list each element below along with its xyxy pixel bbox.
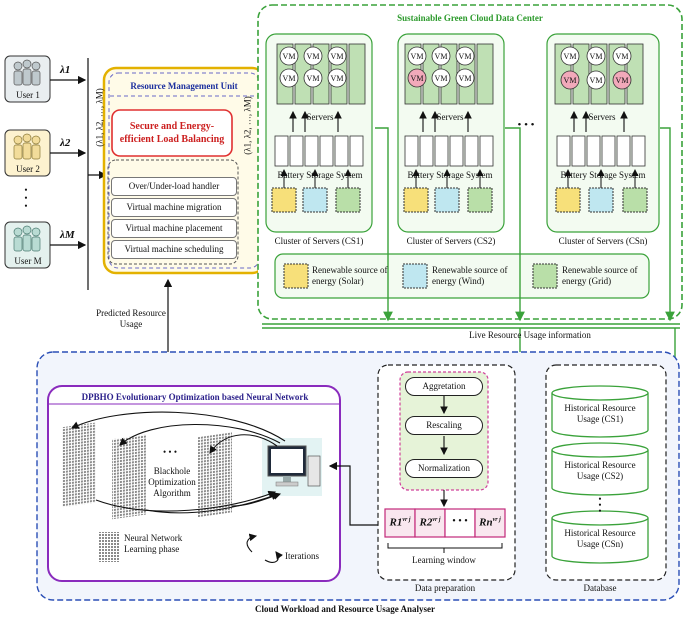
step-overload-handler: Over/Under-load handler xyxy=(111,177,237,196)
load-balancing-box xyxy=(111,109,233,157)
vm-label: VM xyxy=(589,76,603,85)
vm-label: VM xyxy=(306,74,320,83)
lambda-2: λ2 xyxy=(60,137,71,149)
battery-label-csn: Battery Storage System xyxy=(560,170,646,180)
lambda-m: λM xyxy=(60,229,75,241)
vm-label: VM xyxy=(282,74,296,83)
window-cell-ellipsis: • • • xyxy=(452,516,468,527)
vm-label: VM xyxy=(330,52,344,61)
user-m-box xyxy=(4,221,51,269)
vm-label: VM xyxy=(458,52,472,61)
servers-label-csn: Servers xyxy=(588,112,616,122)
lambda-1: λ1 xyxy=(60,64,71,76)
analyser-title: Cloud Workload and Resource Usage Analys… xyxy=(255,604,435,614)
vm-label: VM xyxy=(615,52,629,61)
cluster-cs2-label: Cluster of Servers (CS2) xyxy=(406,236,496,246)
vm-label: VM xyxy=(589,52,603,61)
vm-label: VM xyxy=(458,74,472,83)
step-vm-migration: Virtual machine migration xyxy=(111,198,237,217)
learning-phase-label: Neural Network Learning phase xyxy=(124,533,183,554)
db-cylinders xyxy=(551,385,649,564)
step-normalization: Normalization xyxy=(405,459,483,478)
user-1-box xyxy=(4,55,51,103)
vm-label: VM xyxy=(410,52,424,61)
cluster-ellipsis: • • • xyxy=(517,119,535,131)
cluster-cs1-label: Cluster of Servers (CS1) xyxy=(274,236,364,246)
window-cell-r1: R1vr j xyxy=(389,516,411,529)
computer-icon xyxy=(262,438,322,496)
cluster-csn-label: Cluster of Servers (CSn) xyxy=(558,236,648,246)
vm-label: VM xyxy=(330,74,344,83)
nn-legend-grid xyxy=(98,532,120,562)
vm-label: VM xyxy=(563,76,577,85)
step-rescaling: Rescaling xyxy=(405,416,483,435)
step-vm-scheduling: Virtual machine scheduling xyxy=(111,240,237,259)
renewable-wind-label: Renewable source of energy (Wind) xyxy=(432,265,508,286)
db-item-cs2: Historical Resource Usage (CS2) xyxy=(564,460,636,481)
servers-label-cs1: Servers xyxy=(306,112,334,122)
user-2-box xyxy=(4,129,51,177)
blackhole-algorithm-label: Blackhole Optimization Algorithm xyxy=(148,466,196,498)
vm-label: VM xyxy=(282,52,296,61)
learning-window-cells xyxy=(384,508,506,538)
datacenter-title: Sustainable Green Cloud Data Center xyxy=(397,13,543,23)
vm-label: VM xyxy=(410,74,424,83)
iterations-label: Iterations xyxy=(285,551,319,561)
data-prep-label: Data preparation xyxy=(414,583,476,593)
user-1-label: User 1 xyxy=(16,90,40,100)
db-ellipsis: • • • xyxy=(598,494,602,516)
battery-rows xyxy=(274,135,646,167)
nn-title: DPBHO Evolutionary Optimization based Ne… xyxy=(81,392,309,402)
nn-box xyxy=(47,385,341,582)
vm-label: VM xyxy=(434,74,448,83)
database-label: Database xyxy=(583,583,617,593)
db-item-cs1: Historical Resource Usage (CS1) xyxy=(564,403,636,424)
rmu-title: Resource Management Unit xyxy=(130,81,238,91)
vm-label: VM xyxy=(563,52,577,61)
vm-label: VM xyxy=(306,52,320,61)
lambda-vector-left: (λ1, λ2, …, λM) xyxy=(94,88,105,147)
nn-layer-3 xyxy=(198,432,232,518)
step-aggregation: Aggretation xyxy=(405,377,483,396)
battery-label-cs2: Battery Storage System xyxy=(407,170,493,180)
user-m-label: User M xyxy=(14,256,42,266)
window-cell-rn: Rnvr j xyxy=(479,516,501,529)
user-ellipsis: • • • xyxy=(24,185,28,211)
window-cell-r2: R2vr j xyxy=(419,516,441,529)
servers-label-cs2: Servers xyxy=(436,112,464,122)
user-2-label: User 2 xyxy=(16,164,40,174)
nn-ellipsis: • • • xyxy=(163,447,177,457)
predicted-usage-label: Predicted Resource Usage xyxy=(96,308,166,329)
db-item-csn: Historical Resource Usage (CSn) xyxy=(564,528,636,549)
nn-layer-1 xyxy=(62,422,96,508)
renewable-solar-label: Renewable source of energy (Solar) xyxy=(312,265,388,286)
battery-label-cs1: Battery Storage System xyxy=(277,170,363,180)
vm-label: VM xyxy=(434,52,448,61)
vm-circles xyxy=(279,46,632,90)
vm-label: VM xyxy=(615,76,629,85)
load-balancing-title: Secure and Energy-efficient Load Balanci… xyxy=(119,121,225,145)
learning-window-label: Learning window xyxy=(412,555,476,565)
step-vm-placement: Virtual machine placement xyxy=(111,219,237,238)
nn-layer-2 xyxy=(112,434,146,520)
renewable-grid-label: Renewable source of energy (Grid) xyxy=(562,265,638,286)
live-usage-label: Live Resource Usage information xyxy=(469,330,591,340)
